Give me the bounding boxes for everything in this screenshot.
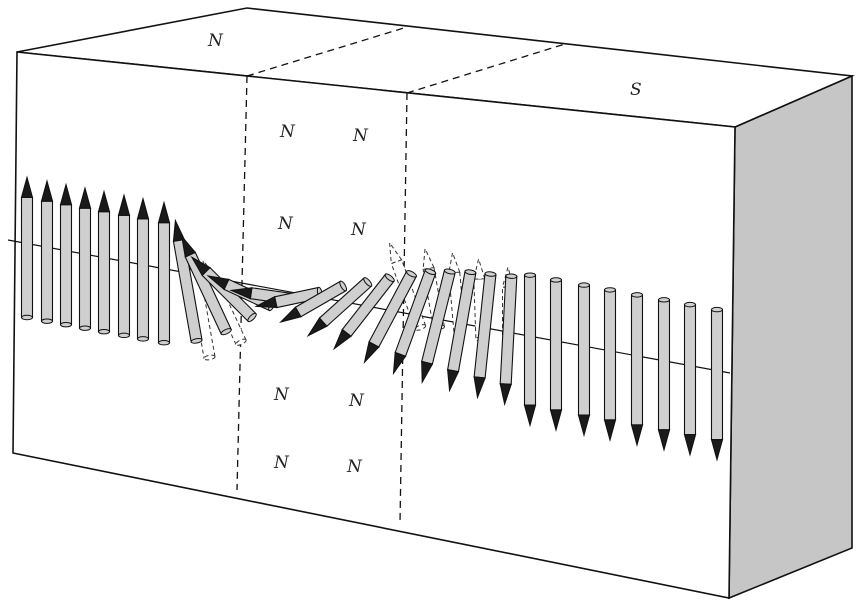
- pencil: [549, 277, 563, 433]
- boundary-right: [406, 43, 566, 94]
- pencil: [577, 282, 591, 438]
- pencil: [136, 196, 150, 342]
- block-side-face: [728, 74, 853, 600]
- pencil: [279, 280, 348, 324]
- pencil: [78, 186, 92, 331]
- pencil: [157, 200, 171, 346]
- block-front-face: [12, 51, 736, 599]
- pencil: [603, 287, 617, 442]
- pencil: [363, 270, 418, 364]
- pencil-row: [20, 175, 724, 462]
- boundary-left: [246, 26, 408, 77]
- pencil: [421, 268, 456, 385]
- pencil: [306, 277, 373, 337]
- pencil: [710, 306, 724, 462]
- zone-label-6: N: [348, 391, 365, 411]
- pencil: [657, 297, 671, 452]
- zone-label-7: N: [273, 453, 290, 473]
- pencil: [172, 218, 203, 344]
- pencil: [97, 189, 111, 335]
- pencil: [683, 301, 697, 457]
- pencil: [447, 269, 477, 393]
- zone-label-5: N: [273, 385, 290, 405]
- zone-label-1: N: [279, 122, 296, 142]
- pencil: [117, 193, 131, 339]
- zone-label-3: N: [277, 214, 294, 234]
- pencil: [499, 273, 518, 407]
- label-top-right: S: [630, 80, 642, 100]
- pencil: [630, 292, 644, 447]
- pencil: [392, 268, 437, 376]
- pencil: [523, 272, 537, 428]
- zone-label-8: N: [346, 457, 363, 477]
- pencil: [59, 182, 73, 328]
- zone-label-4: N: [350, 220, 367, 240]
- pencil: [20, 175, 34, 321]
- zone-label-2: N: [352, 126, 369, 146]
- pencil: [333, 273, 395, 351]
- pencil: [473, 271, 497, 400]
- label-top-left: N: [207, 31, 224, 51]
- pencil: [40, 179, 54, 324]
